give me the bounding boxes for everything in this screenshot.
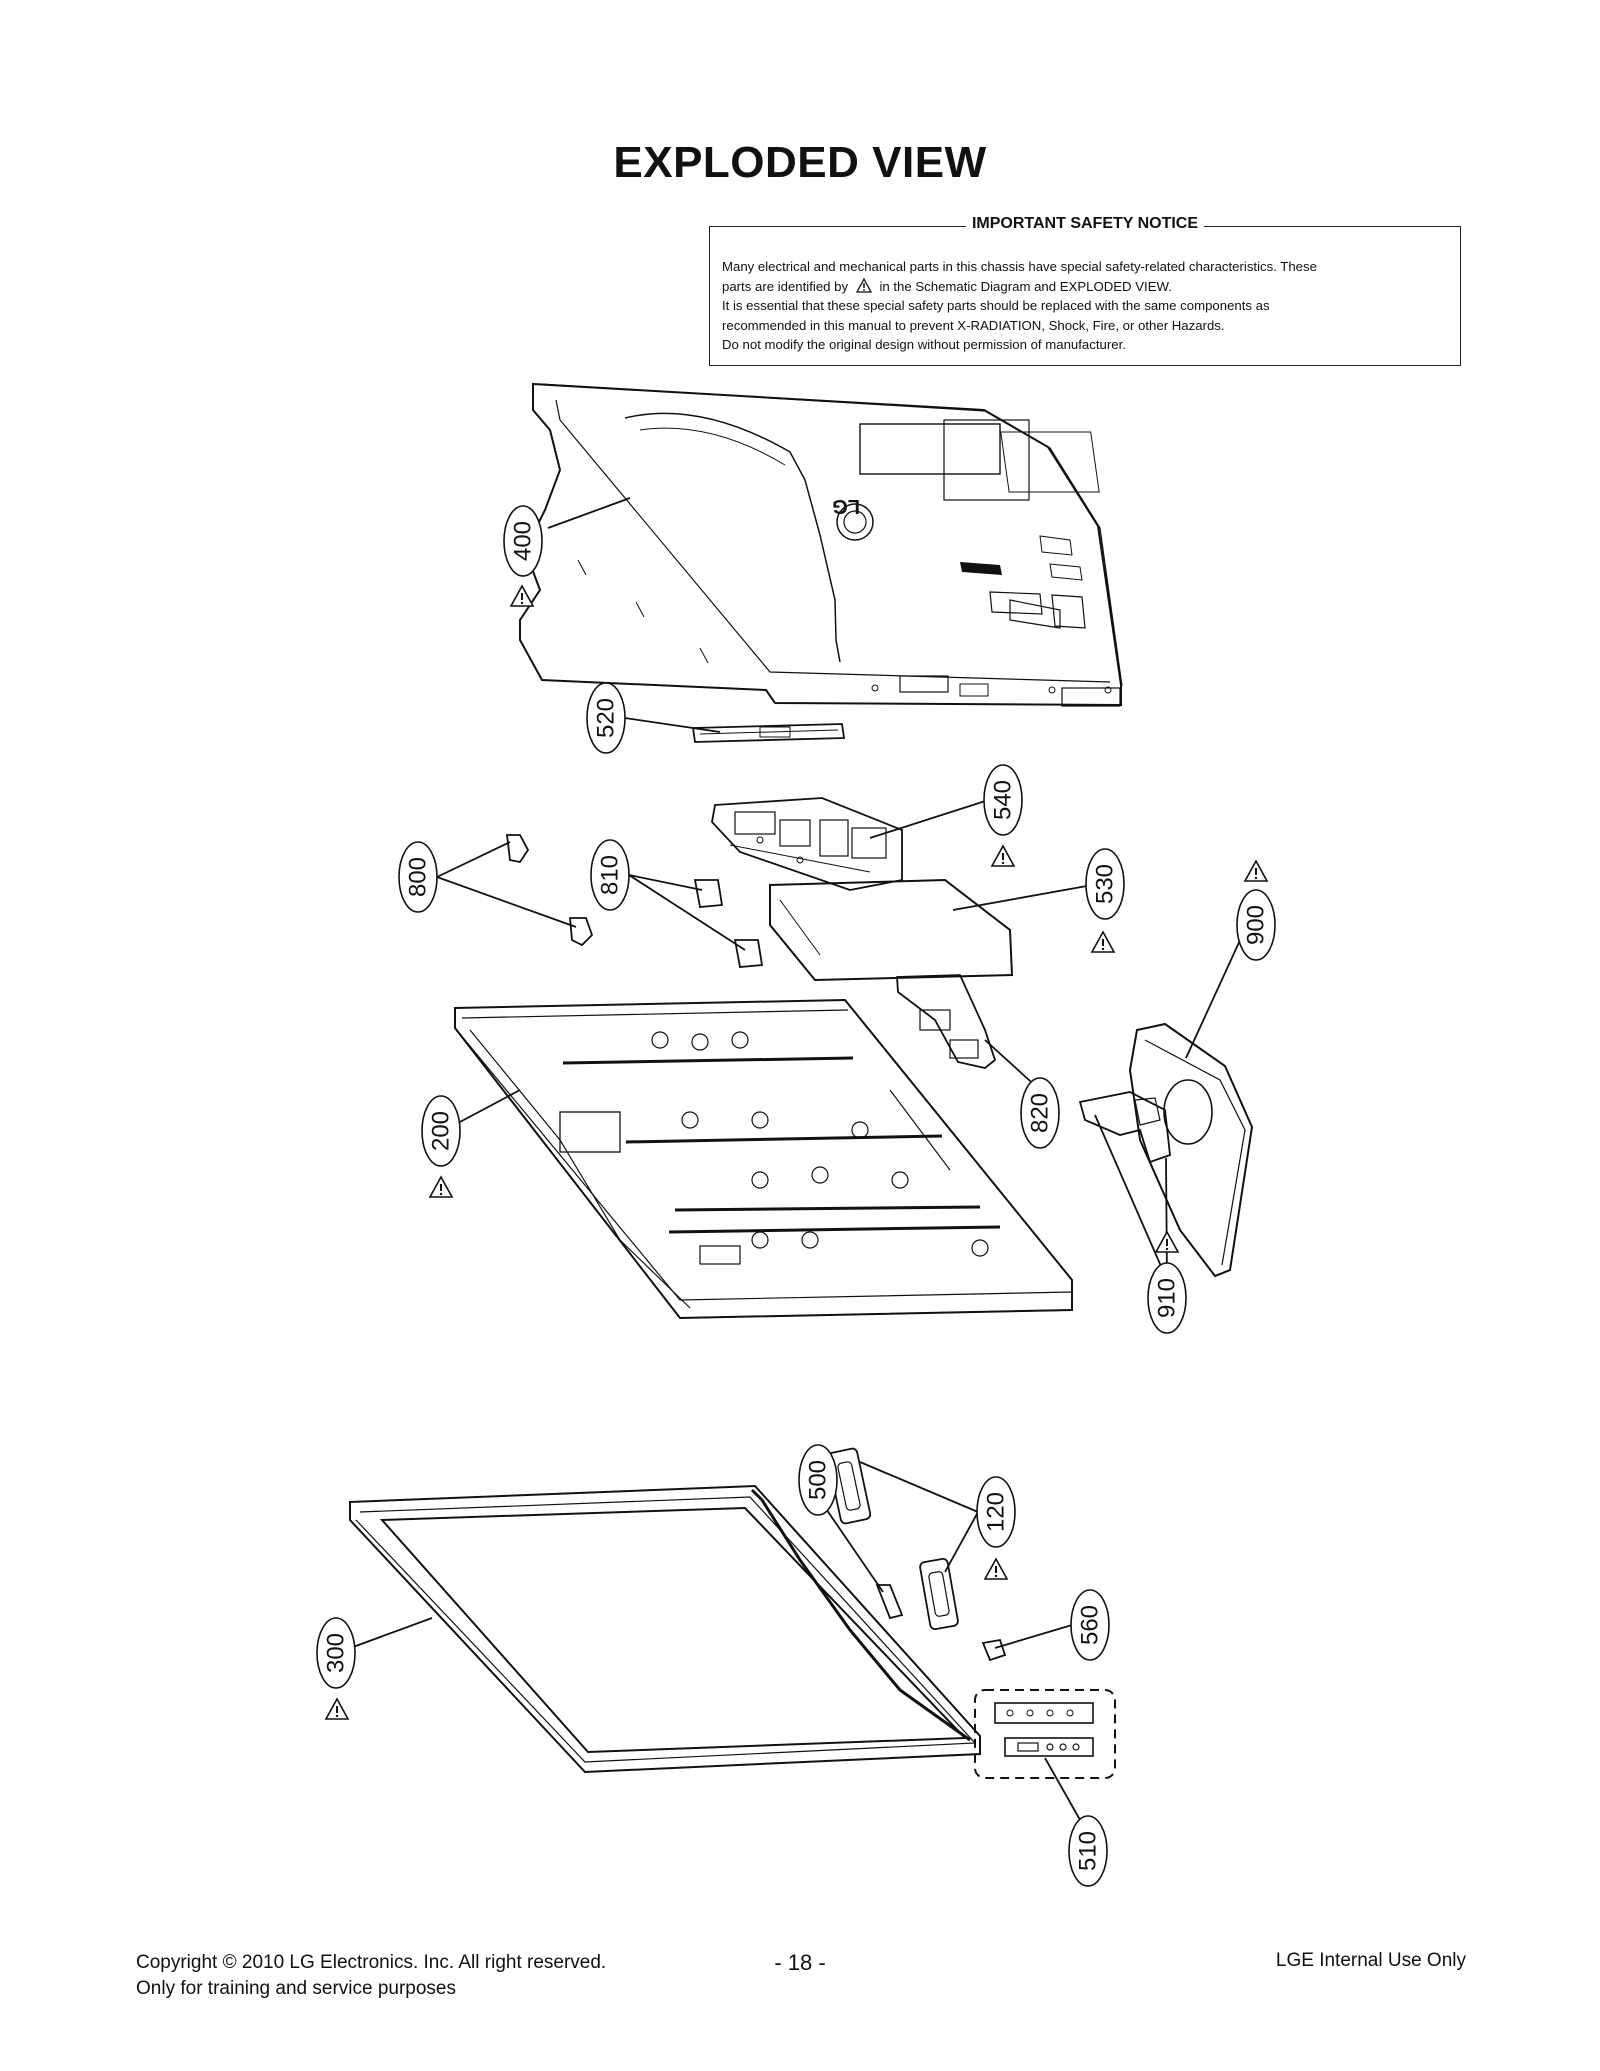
svg-text:900: 900	[1243, 905, 1270, 945]
key-button-part	[981, 1638, 1007, 1662]
bracket-820-part	[896, 974, 997, 1069]
callout-300: 300	[316, 1617, 356, 1689]
safety-warning-icon	[1091, 931, 1115, 953]
clip-810-part	[693, 879, 764, 968]
speaker-part	[826, 1447, 959, 1631]
stand-base-part	[1128, 1022, 1254, 1278]
safety-warning-icon	[325, 1698, 349, 1720]
page-title: EXPLODED VIEW	[613, 138, 987, 187]
svg-text:400: 400	[510, 521, 537, 561]
callout-520: 520	[586, 682, 626, 754]
svg-text:500: 500	[805, 1460, 832, 1500]
callout-510: 510	[1068, 1815, 1108, 1887]
front-cabinet-part	[349, 1484, 981, 1774]
safety-warning-icon	[1244, 860, 1268, 882]
footer-internal-use: LGE Internal Use Only	[1275, 1950, 1466, 1971]
purpose-text: Only for training and service purposes	[136, 1978, 456, 1999]
svg-text:820: 820	[1027, 1093, 1054, 1133]
leader-lines	[352, 497, 1248, 1835]
copyright-text: Copyright © 2010 LG Electronics. Inc. Al…	[136, 1952, 607, 1973]
notice-line-5: Do not modify the original design withou…	[722, 337, 1126, 352]
svg-text:530: 530	[1092, 864, 1119, 904]
callout-540: 540	[983, 764, 1023, 836]
svg-text:560: 560	[1077, 1605, 1104, 1645]
callout-200: 200	[421, 1095, 461, 1167]
notice-line-1: Many electrical and mechanical parts in …	[722, 259, 1317, 274]
power-board-part	[769, 878, 1014, 982]
callout-900: 900	[1236, 889, 1276, 961]
callout-820: 820	[1020, 1077, 1060, 1149]
callout-530: 530	[1085, 848, 1125, 920]
svg-text:520: 520	[593, 698, 620, 738]
callout-400: 400	[503, 505, 543, 577]
svg-text:120: 120	[983, 1492, 1010, 1532]
callout-810: 810	[590, 839, 630, 911]
clip-800-part	[505, 834, 594, 947]
safety-warning-icon	[1155, 1231, 1179, 1253]
callout-910: 910	[1147, 1262, 1187, 1334]
svg-text:510: 510	[1075, 1831, 1102, 1871]
footer-copyright: Copyright © 2010 LG Electronics. Inc. Al…	[136, 1950, 606, 2002]
safety-warning-icon	[984, 1558, 1008, 1580]
svg-text:300: 300	[323, 1633, 350, 1673]
control-bracket-part	[691, 723, 846, 743]
svg-text:800: 800	[405, 857, 432, 897]
back-cover-part: LG	[519, 382, 1123, 707]
safety-notice-heading: IMPORTANT SAFETY NOTICE	[710, 215, 1460, 233]
warning-triangle-icon	[855, 277, 872, 293]
safety-warning-icon	[429, 1176, 453, 1198]
svg-text:200: 200	[428, 1111, 455, 1151]
safety-warning-icon	[991, 845, 1015, 867]
lg-logo: LG	[832, 495, 860, 517]
notice-line-4: recommended in this manual to prevent X-…	[722, 317, 1225, 333]
ir-board-part	[875, 1584, 904, 1620]
main-board-part	[711, 797, 903, 891]
safety-warning-icon	[510, 585, 534, 607]
stand-neck-part	[1078, 1091, 1171, 1164]
safety-notice-box: IMPORTANT SAFETY NOTICE Many electrical …	[709, 215, 1461, 366]
svg-text:910: 910	[1154, 1278, 1181, 1318]
callout-120: 120	[976, 1476, 1016, 1548]
main-frame-part	[454, 998, 1073, 1320]
safety-notice-text: Many electrical and mechanical parts in …	[722, 257, 1448, 355]
callout-800: 800	[398, 841, 438, 913]
callout-560: 560	[1070, 1589, 1110, 1661]
side-jack-group	[974, 1689, 1116, 1779]
page-number: - 18 -	[774, 1950, 826, 1975]
notice-line-3: It is essential that these special safet…	[722, 298, 1270, 313]
svg-text:540: 540	[990, 780, 1017, 820]
svg-text:810: 810	[597, 855, 624, 895]
notice-line-2: parts are identified by in the Schematic…	[722, 277, 1172, 294]
callout-500: 500	[798, 1444, 838, 1516]
